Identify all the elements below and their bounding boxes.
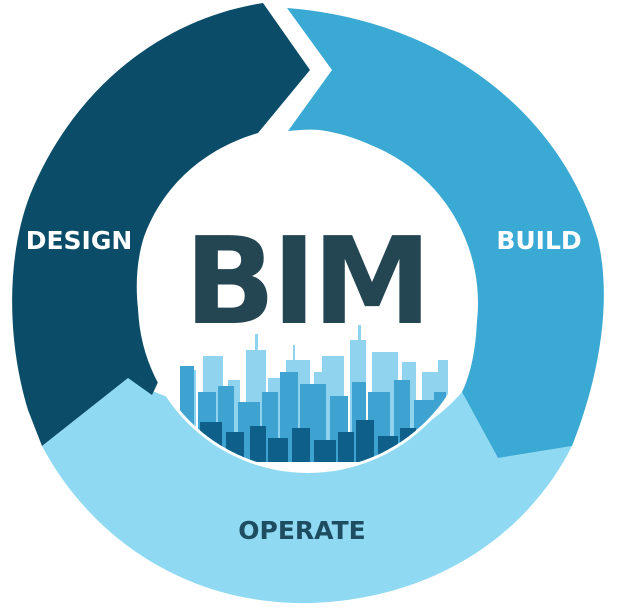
city-skyline-icon — [180, 325, 448, 462]
stage-label-design: DESIGN — [26, 226, 133, 255]
skyline-building-front — [250, 426, 266, 462]
skyline-building-front — [292, 428, 310, 462]
diagram-title: BIM — [184, 213, 428, 352]
skyline-spire — [255, 334, 258, 462]
stage-label-build: BUILD — [496, 226, 581, 255]
design-stage-segment — [12, 3, 310, 446]
skyline-building-front — [268, 438, 288, 462]
build-stage-segment — [287, 8, 604, 458]
skyline-building-front — [338, 432, 354, 462]
stage-label-operate: OPERATE — [238, 516, 365, 545]
operate-stage-segment — [42, 378, 572, 604]
skyline-building-front — [356, 420, 374, 462]
skyline-building-front — [314, 440, 336, 462]
